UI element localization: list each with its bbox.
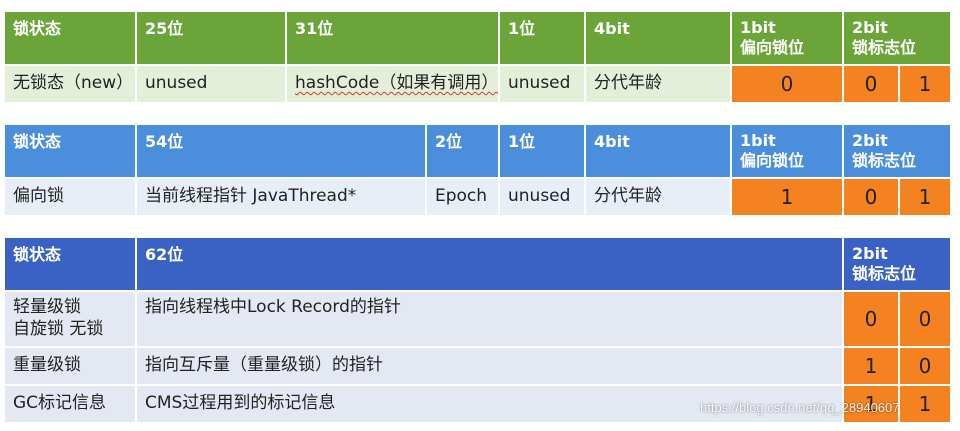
flag-bit-cell: 1 [842,386,898,422]
flag-bit-cell: 1 [898,179,950,215]
description-cell: 指向线程栈中Lock Record的指针 [135,292,842,346]
table-row: 无锁态（new） unused hashCode（如果有调用） unused 分… [5,66,950,102]
hashcode-text: hashCode（如果有调用） [295,73,499,93]
description-cell: 指向互斥量（重量级锁）的指针 [135,348,842,384]
header-lock-flag: 2bit 锁标志位 [842,238,950,290]
epoch-cell: Epoch [425,179,498,215]
flag-bit-cell: 0 [842,292,898,346]
header-biased-bit: 1bit 偏向锁位 [730,125,842,177]
table-row: 重量级锁 指向互斥量（重量级锁）的指针 1 0 [5,348,950,384]
table-header: 锁状态 54位 2位 1位 4bit 1bit 偏向锁位 2bit 锁标志位 [5,125,950,177]
header-lock-state: 锁状态 [13,132,62,151]
header-biased-bit: 1bit 偏向锁位 [730,12,842,64]
header-lock-state: 锁状态 [13,19,62,38]
table-row: GC标记信息 CMS过程用到的标记信息 1 1 [5,386,950,422]
header-2bit: 2位 [425,125,498,177]
header-62bit: 62位 [135,238,842,290]
header-4bit: 4bit [584,12,730,64]
table-header: 锁状态 25位 31位 1位 4bit 1bit 偏向锁位 2bit 锁标志位 [5,12,950,64]
flag-bit-cell: 0 [842,66,898,102]
lock-state-cell: 轻量级锁 自旋锁 无锁 [13,297,104,339]
flag-bit-cell: 1 [898,386,950,422]
age-cell: 分代年龄 [584,66,730,102]
flag-bit-cell: 0 [898,292,950,346]
unused-cell: unused [135,66,285,102]
header-25bit: 25位 [135,12,285,64]
unused-cell: unused [498,179,584,215]
header-4bit: 4bit [584,125,730,177]
watermark: https://blog.csdn.net/qq_28940607 [700,400,900,415]
lock-state-cell: 偏向锁 [13,186,64,206]
header-1bit: 1位 [498,12,584,64]
table-header: 锁状态 62位 2bit 锁标志位 [5,238,950,290]
biased-bit-cell: 1 [730,179,842,215]
lock-state-cell: GC标记信息 [13,393,107,413]
hashcode-cell: hashCode（如果有调用） [285,66,498,102]
flag-bit-cell: 0 [898,348,950,384]
header-54bit: 54位 [135,125,425,177]
age-cell: 分代年龄 [584,179,730,215]
lock-state-cell: 无锁态（new） [13,73,134,93]
header-lock-flag: 2bit 锁标志位 [842,12,950,64]
header-lock-flag: 2bit 锁标志位 [842,125,950,177]
header-1bit: 1位 [498,125,584,177]
thread-pointer-cell: 当前线程指针 JavaThread* [135,179,425,215]
flag-bit-cell: 0 [842,179,898,215]
table-row: 轻量级锁 自旋锁 无锁 指向线程栈中Lock Record的指针 0 0 [5,292,950,346]
header-31bit: 31位 [285,12,498,64]
header-lock-state: 锁状态 [13,245,62,264]
thread-pointer-text: 当前线程指针 JavaThread* [145,186,357,206]
unused-cell: unused [498,66,584,102]
flag-bit-cell: 1 [842,348,898,384]
description-cell: CMS过程用到的标记信息 [135,386,842,422]
lock-state-cell: 重量级锁 [13,355,81,375]
table-row: 偏向锁 当前线程指针 JavaThread* Epoch unused 分代年龄… [5,179,950,215]
biased-bit-cell: 0 [730,66,842,102]
flag-bit-cell: 1 [898,66,950,102]
